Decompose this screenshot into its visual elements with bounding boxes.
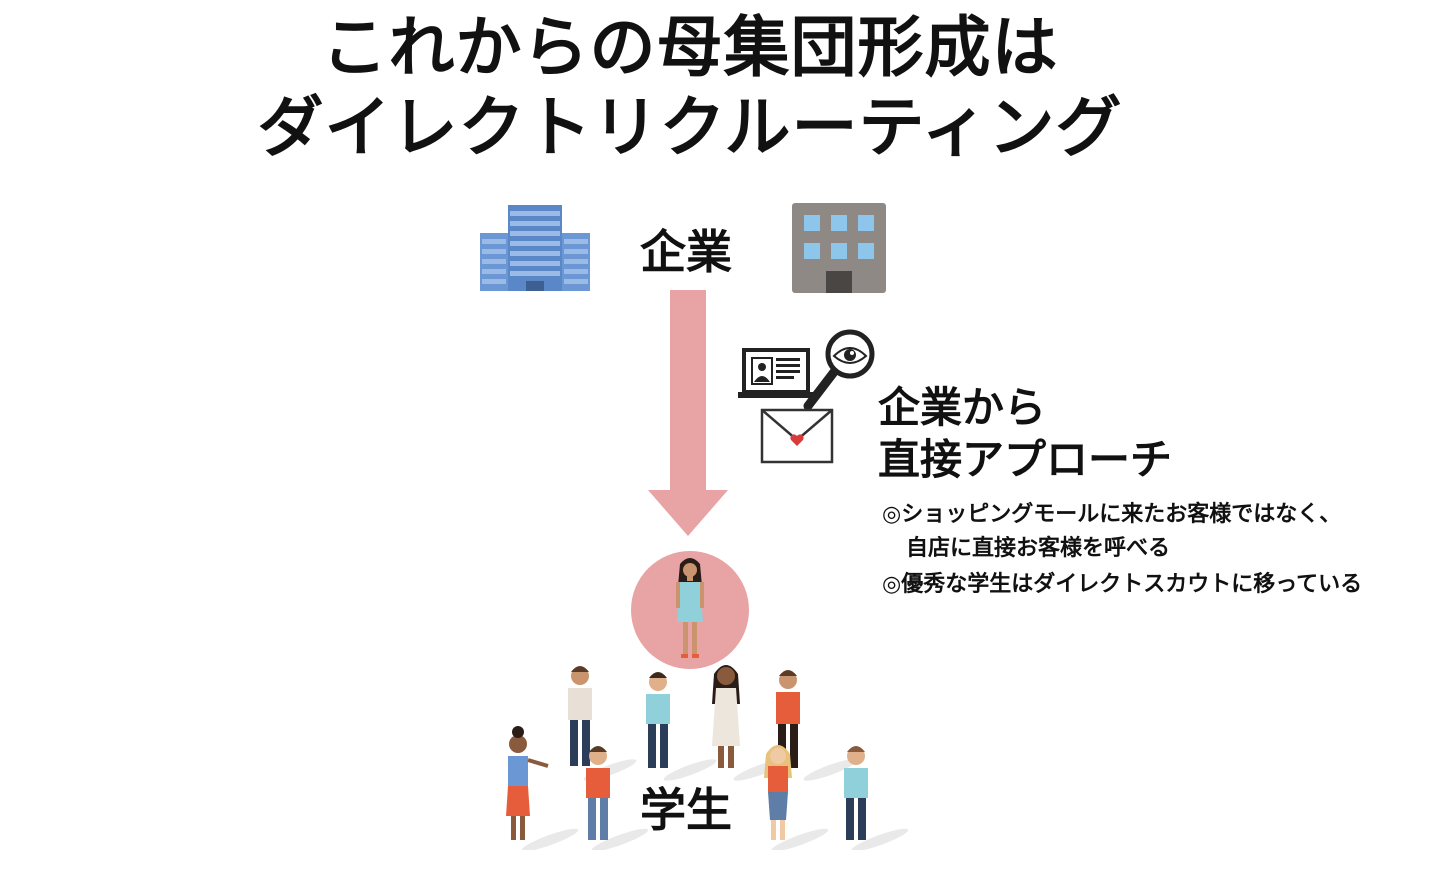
person-figure-icon — [764, 745, 792, 840]
person-figure-icon — [506, 726, 549, 840]
approach-heading-line-1: 企業から — [878, 383, 1047, 432]
person-figure-icon — [646, 672, 670, 768]
note-1: ◎ショッピングモールに来たお客様ではなく、 — [882, 502, 1342, 527]
person-figure-icon — [568, 666, 592, 766]
company-label: 企業 — [640, 225, 732, 279]
envelope-heart-icon — [760, 408, 834, 464]
title-line-1: これからの母集団形成は — [321, 9, 1059, 86]
title-line-2: ダイレクトリクルーティング — [257, 89, 1123, 166]
person-figure-icon — [712, 665, 740, 768]
direct-approach-arrow — [648, 290, 728, 536]
person-figure-icon — [844, 746, 868, 840]
approach-heading-line-2: 直接アプローチ — [878, 435, 1173, 484]
person-figure-icon — [676, 558, 704, 658]
person-figure-icon — [776, 670, 800, 768]
note-2: ◎優秀な学生はダイレクトスカウトに移っている — [882, 572, 1363, 597]
blue-office-building-icon — [480, 205, 590, 291]
student-crowd — [490, 660, 930, 850]
note-1-continued: 自店に直接お客様を呼べる — [906, 536, 1171, 561]
selected-student-circle — [630, 550, 750, 670]
person-figure-icon — [586, 746, 610, 840]
gray-office-building-icon — [792, 203, 886, 293]
magnifier-eye-icon — [800, 326, 880, 414]
students-label: 学生 — [640, 783, 732, 837]
laptop-profile-icon — [738, 348, 814, 400]
